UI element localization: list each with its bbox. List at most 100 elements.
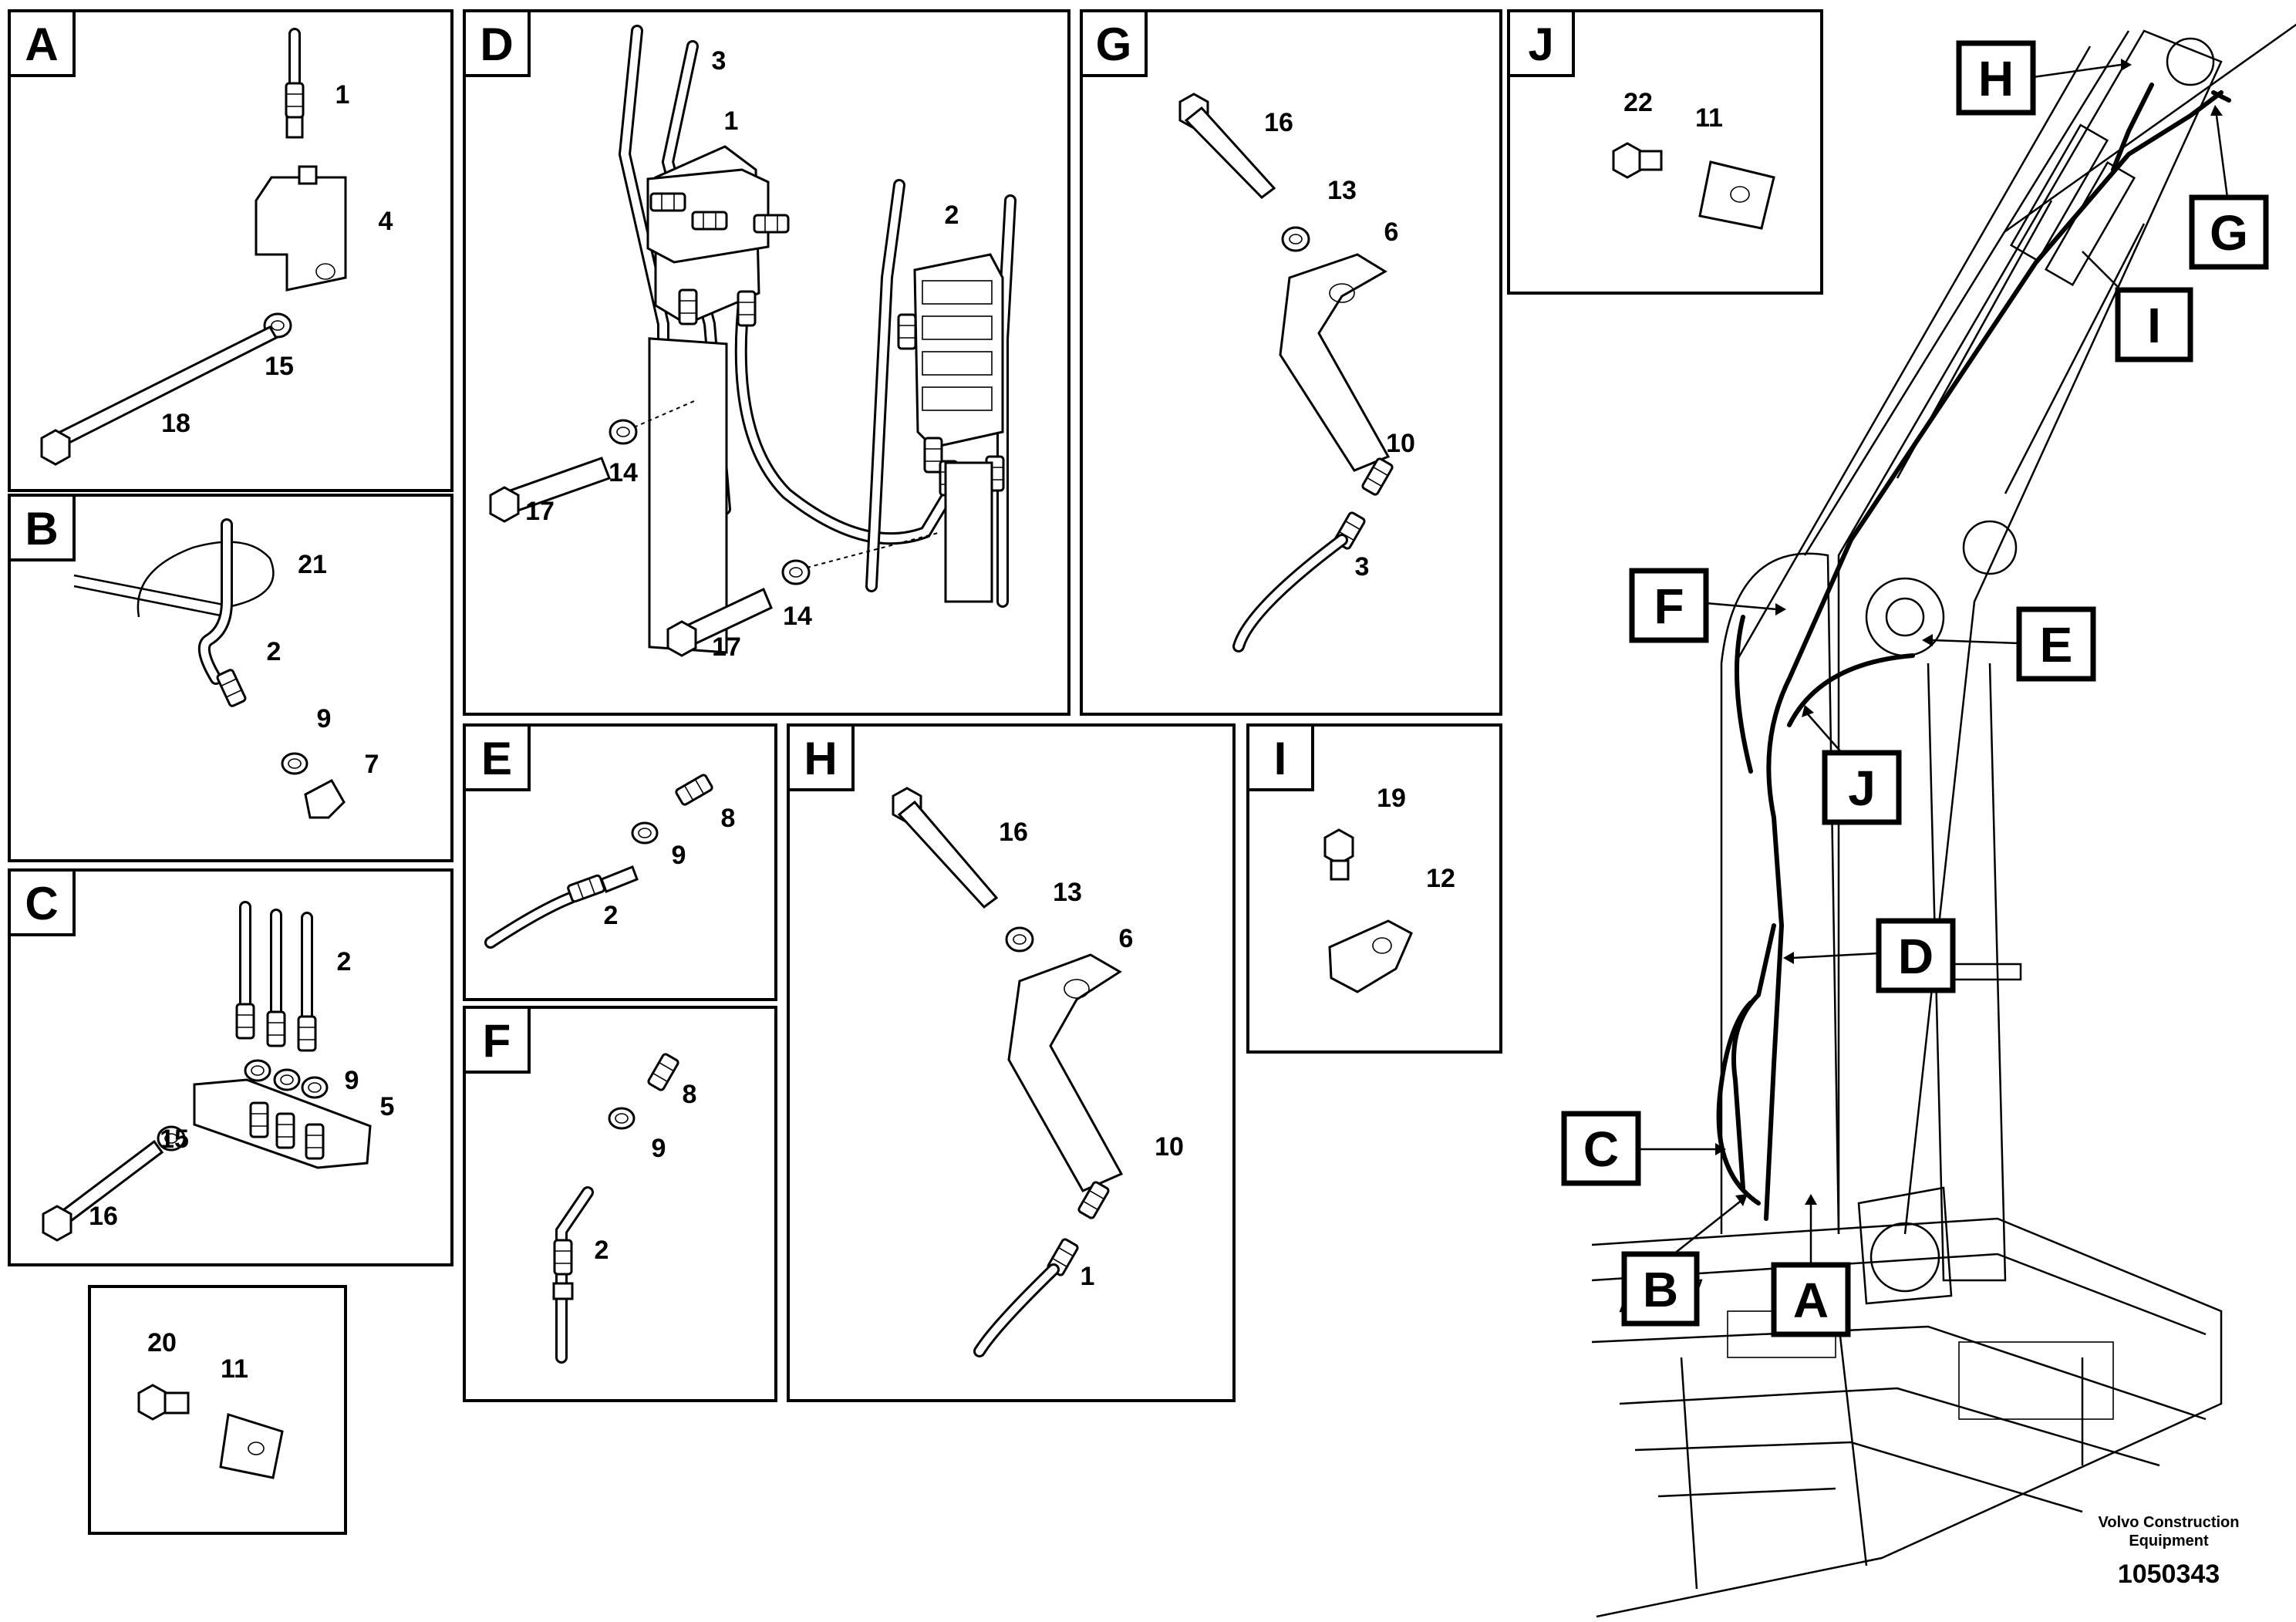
footer: Volvo Construction Equipment 1050343 <box>2099 1514 2240 1589</box>
panel-f-drawing <box>552 1051 681 1364</box>
part-label-d-3-0: 3 <box>712 46 727 76</box>
panel-tag-h-text: H <box>804 733 837 784</box>
part-label-extra-20-0: 20 <box>147 1328 177 1357</box>
panel-tag-b: B <box>8 494 76 561</box>
callout-f-text: F <box>1654 578 1684 634</box>
panel-tag-i: I <box>1246 723 1314 791</box>
part-label-c-16-4: 16 <box>89 1202 118 1231</box>
panel-j-drawing <box>1612 142 1775 230</box>
callout-d-text: D <box>1898 929 1934 984</box>
part-label-d-14-3: 14 <box>609 458 638 487</box>
part-label-h-13-1: 13 <box>1053 878 1082 907</box>
panel-b-drawing <box>73 518 346 819</box>
panel-i-drawing <box>1323 828 1413 993</box>
callout-b-text: B <box>1643 1262 1678 1317</box>
callout-c-text: C <box>1583 1121 1619 1177</box>
part-label-b-9-2: 9 <box>317 704 332 733</box>
part-label-g-16-0: 16 <box>1264 108 1293 137</box>
part-label-f-2-2: 2 <box>595 1236 609 1265</box>
part-label-h-16-0: 16 <box>999 818 1028 847</box>
panel-a-frame <box>8 9 453 492</box>
part-label-d-17-4: 17 <box>525 497 555 526</box>
panel-tag-c-text: C <box>25 878 58 929</box>
part-label-f-9-1: 9 <box>652 1134 666 1163</box>
part-label-g-6-2: 6 <box>1384 218 1399 247</box>
part-label-e-9-1: 9 <box>672 841 686 870</box>
part-label-extra-11-1: 11 <box>221 1354 248 1384</box>
callout-c: C <box>1561 1111 1726 1186</box>
panel-extra-frame <box>88 1285 347 1535</box>
part-label-d-2-2: 2 <box>945 201 959 230</box>
part-label-c-15-3: 15 <box>160 1125 189 1154</box>
panel-tag-e-text: E <box>481 733 512 784</box>
part-label-g-3-4: 3 <box>1355 552 1370 582</box>
callout-i: I <box>2082 251 2193 363</box>
panel-h-drawing <box>892 787 1124 1357</box>
panel-tag-h: H <box>787 723 855 791</box>
part-label-h-10-3: 10 <box>1155 1132 1184 1162</box>
callout-h: H <box>1956 40 2132 116</box>
panel-frames <box>8 9 1823 1535</box>
callout-h-text: H <box>1978 51 2014 106</box>
callout-b: B <box>1621 1194 1748 1327</box>
part-label-i-19-0: 19 <box>1377 784 1406 813</box>
part-label-c-9-1: 9 <box>345 1066 359 1095</box>
panel-tag-e: E <box>463 723 531 791</box>
part-label-a-1-0: 1 <box>335 80 350 110</box>
panel-tag-d: D <box>463 9 531 77</box>
callout-e: E <box>1922 606 2096 682</box>
part-label-b-21-0: 21 <box>298 550 327 579</box>
part-label-h-1-4: 1 <box>1081 1262 1095 1291</box>
panel-tag-a-text: A <box>25 19 58 70</box>
part-label-j-11-1: 11 <box>1695 103 1723 133</box>
part-label-d-14-5: 14 <box>783 602 812 631</box>
footer-company-line2: Equipment <box>2129 1533 2209 1549</box>
part-number-labels: 1415182129729515163121417141716136103221… <box>89 46 1723 1384</box>
callout-j-text: J <box>1848 760 1876 816</box>
callout-a-text: A <box>1793 1273 1829 1328</box>
callout-f: F <box>1629 568 1786 643</box>
panel-tag-b-text: B <box>25 503 58 555</box>
callout-a: A <box>1771 1194 1851 1337</box>
part-label-a-4-1: 4 <box>379 207 393 236</box>
part-label-d-17-6: 17 <box>712 632 741 662</box>
callout-i-text: I <box>2147 298 2161 353</box>
part-label-b-7-3: 7 <box>365 750 379 779</box>
part-label-g-13-1: 13 <box>1327 176 1357 205</box>
panel-tag-g-text: G <box>1096 19 1132 70</box>
panel-tag-i-text: I <box>1274 733 1287 784</box>
part-label-b-2-1: 2 <box>267 637 282 666</box>
part-label-a-18-3: 18 <box>161 409 190 438</box>
panel-tag-j-text: J <box>1528 19 1553 70</box>
panel-tag-f-text: F <box>483 1015 511 1067</box>
panel-extra-drawing <box>137 1384 284 1479</box>
machine-boom-view <box>1591 23 2296 1618</box>
callout-d: D <box>1783 918 1956 993</box>
part-label-j-22-0: 22 <box>1623 88 1653 117</box>
part-label-f-8-0: 8 <box>683 1080 697 1109</box>
panel-tag-g: G <box>1080 9 1148 77</box>
part-label-c-5-2: 5 <box>380 1092 395 1121</box>
panel-tag-a: A <box>8 9 76 77</box>
callout-g-text: G <box>2210 205 2248 261</box>
part-label-e-2-2: 2 <box>604 901 619 930</box>
part-label-h-6-2: 6 <box>1119 924 1134 953</box>
panel-a-drawing <box>40 28 347 466</box>
part-label-d-1-1: 1 <box>724 106 739 136</box>
part-label-a-15-2: 15 <box>265 352 294 381</box>
footer-drawing-number: 1050343 <box>2118 1560 2220 1589</box>
callout-e-text: E <box>2040 617 2073 673</box>
part-label-c-2-0: 2 <box>337 947 352 976</box>
part-label-e-8-0: 8 <box>721 804 736 833</box>
panel-tag-f: F <box>463 1006 531 1074</box>
main-view-callouts: H G I F E J <box>1561 40 2269 1337</box>
callout-j: J <box>1802 705 1902 825</box>
part-label-i-12-1: 12 <box>1426 864 1455 893</box>
panel-d-drawing <box>489 25 1017 657</box>
panel-c-drawing <box>42 901 372 1242</box>
callout-g: G <box>2189 105 2269 270</box>
panel-tags: A B C D G J E H <box>8 9 1575 1074</box>
panel-e-drawing <box>484 772 715 949</box>
panel-tag-j: J <box>1507 9 1575 77</box>
